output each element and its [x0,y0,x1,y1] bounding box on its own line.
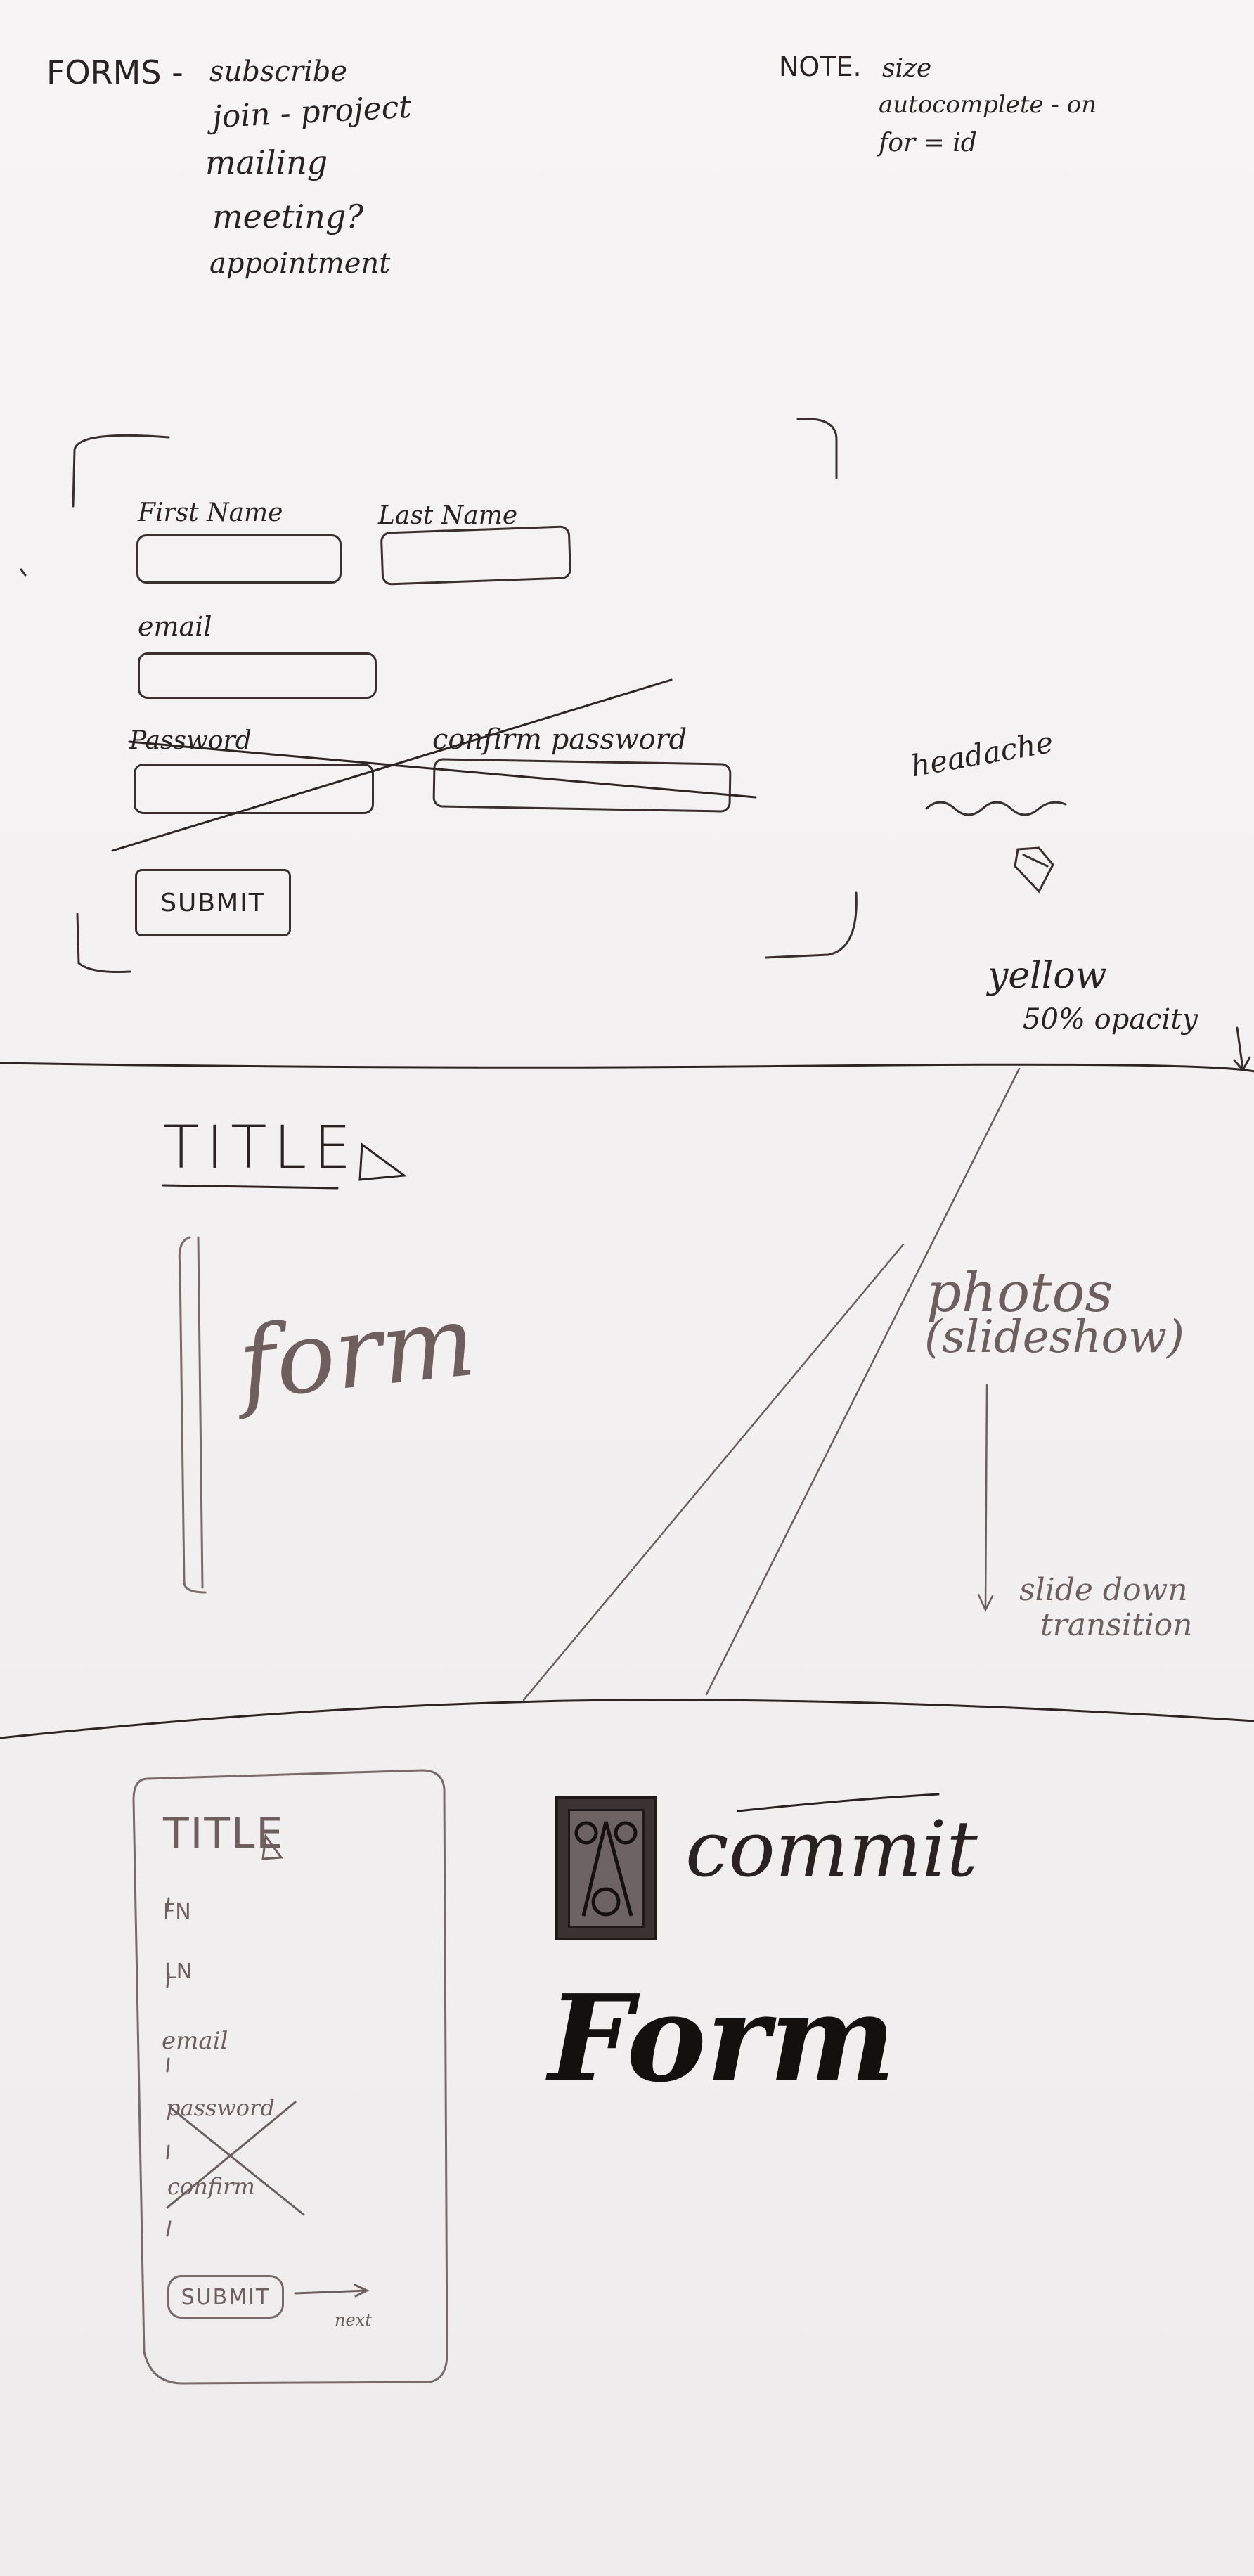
mobile-title: TITLE [163,1809,285,1858]
email-label: email [138,611,212,642]
opacity-note: 50% opacity [1023,1003,1198,1036]
mobile-confirm-label: confirm [167,2173,255,2200]
note-label: NOTE. [779,51,862,82]
mobile-ln-label: LN [164,1959,193,1984]
forms-label: FORMS - [46,53,183,91]
form-type-appointment: appointment [209,247,391,280]
form-type-subscribe: subscribe [209,56,348,88]
layout-title: TITLE [163,1113,358,1182]
submit-button-label: SUBMIT [160,888,266,917]
first-name-field[interactable] [136,534,342,584]
email-field[interactable] [138,652,377,699]
photos-label: photos [926,1261,1113,1325]
commit-logo-icon [555,1796,657,1940]
mobile-submit-button[interactable]: SUBMIT [167,2275,284,2319]
first-name-label: First Name [138,498,283,527]
note-item-for-id: for = id [879,129,977,157]
form-type-mailing: mailing [205,143,328,181]
mobile-submit-label: SUBMIT [181,2284,271,2310]
form-type-meeting: meeting? [212,198,363,236]
mobile-fn-label: FN [163,1900,191,1924]
mobile-password-label: password [166,2094,275,2121]
yellow-note: yellow [988,955,1107,997]
mobile-email-label: email [162,2027,228,2055]
transition-label: transition [1040,1607,1193,1643]
password-label: Password [129,726,252,755]
slide-down-label: slide down [1019,1572,1188,1608]
note-item-autocomplete: autocomplete - on [879,91,1097,119]
last-name-label: Last Name [378,501,518,530]
form-wordmark: Form [548,1969,896,2109]
submit-button[interactable]: SUBMIT [135,869,291,936]
commit-wordmark: commit [685,1804,978,1894]
slideshow-label: (slideshow) [924,1311,1184,1363]
password-field[interactable] [134,764,374,814]
mobile-next-label: next [335,2310,372,2330]
note-item-size: size [882,54,932,83]
